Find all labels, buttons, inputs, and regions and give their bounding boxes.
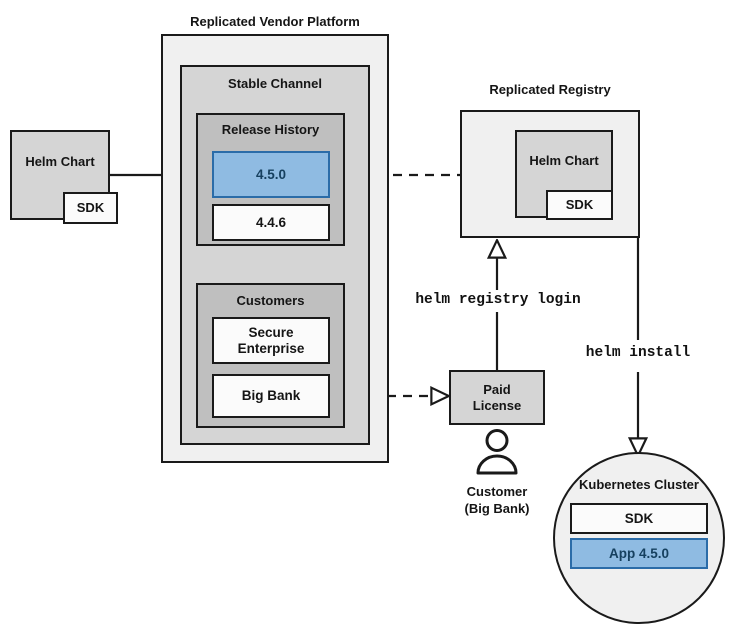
release-history-title: Release History — [221, 122, 320, 137]
paid-license-label: Paid License — [472, 382, 522, 413]
kubernetes-cluster-title: Kubernetes Cluster — [579, 477, 699, 492]
customers-title: Customers — [236, 293, 305, 308]
source-sdk-label: SDK — [76, 200, 105, 216]
cluster-component-label: SDK — [624, 510, 654, 526]
cluster-component-app[interactable]: App 4.5.0 — [570, 538, 708, 569]
registry-helm-chart-label: Helm Chart — [529, 153, 599, 169]
source-helm-chart-label: Helm Chart — [25, 154, 95, 170]
customer-caption: Customer (Big Bank) — [464, 484, 530, 516]
helm-registry-login-command: helm registry login — [415, 292, 581, 308]
paid-license-box: Paid License — [449, 370, 545, 425]
cluster-component-label: App 4.5.0 — [608, 545, 670, 561]
helm-install-command: helm install — [585, 345, 691, 361]
release-version-label: 4.5.0 — [255, 166, 287, 182]
registry-sdk-box: SDK — [546, 190, 613, 220]
source-sdk-box: SDK — [63, 192, 118, 224]
customer-item-secure-enterprise[interactable]: Secure Enterprise — [212, 317, 330, 364]
customer-name-label: Big Bank — [241, 388, 301, 404]
registry-sdk-label: SDK — [565, 197, 594, 213]
release-version-label: 4.4.6 — [255, 214, 287, 230]
platform-title: Replicated Vendor Platform — [190, 14, 360, 29]
stable-channel-title: Stable Channel — [228, 76, 322, 91]
customer-item-big-bank[interactable]: Big Bank — [212, 374, 330, 418]
release-item-446[interactable]: 4.4.6 — [212, 204, 330, 241]
release-item-450[interactable]: 4.5.0 — [212, 151, 330, 198]
person-icon — [476, 429, 518, 475]
registry-title: Replicated Registry — [489, 82, 611, 97]
cluster-component-sdk[interactable]: SDK — [570, 503, 708, 534]
customer-name-label: Secure Enterprise — [237, 324, 305, 356]
